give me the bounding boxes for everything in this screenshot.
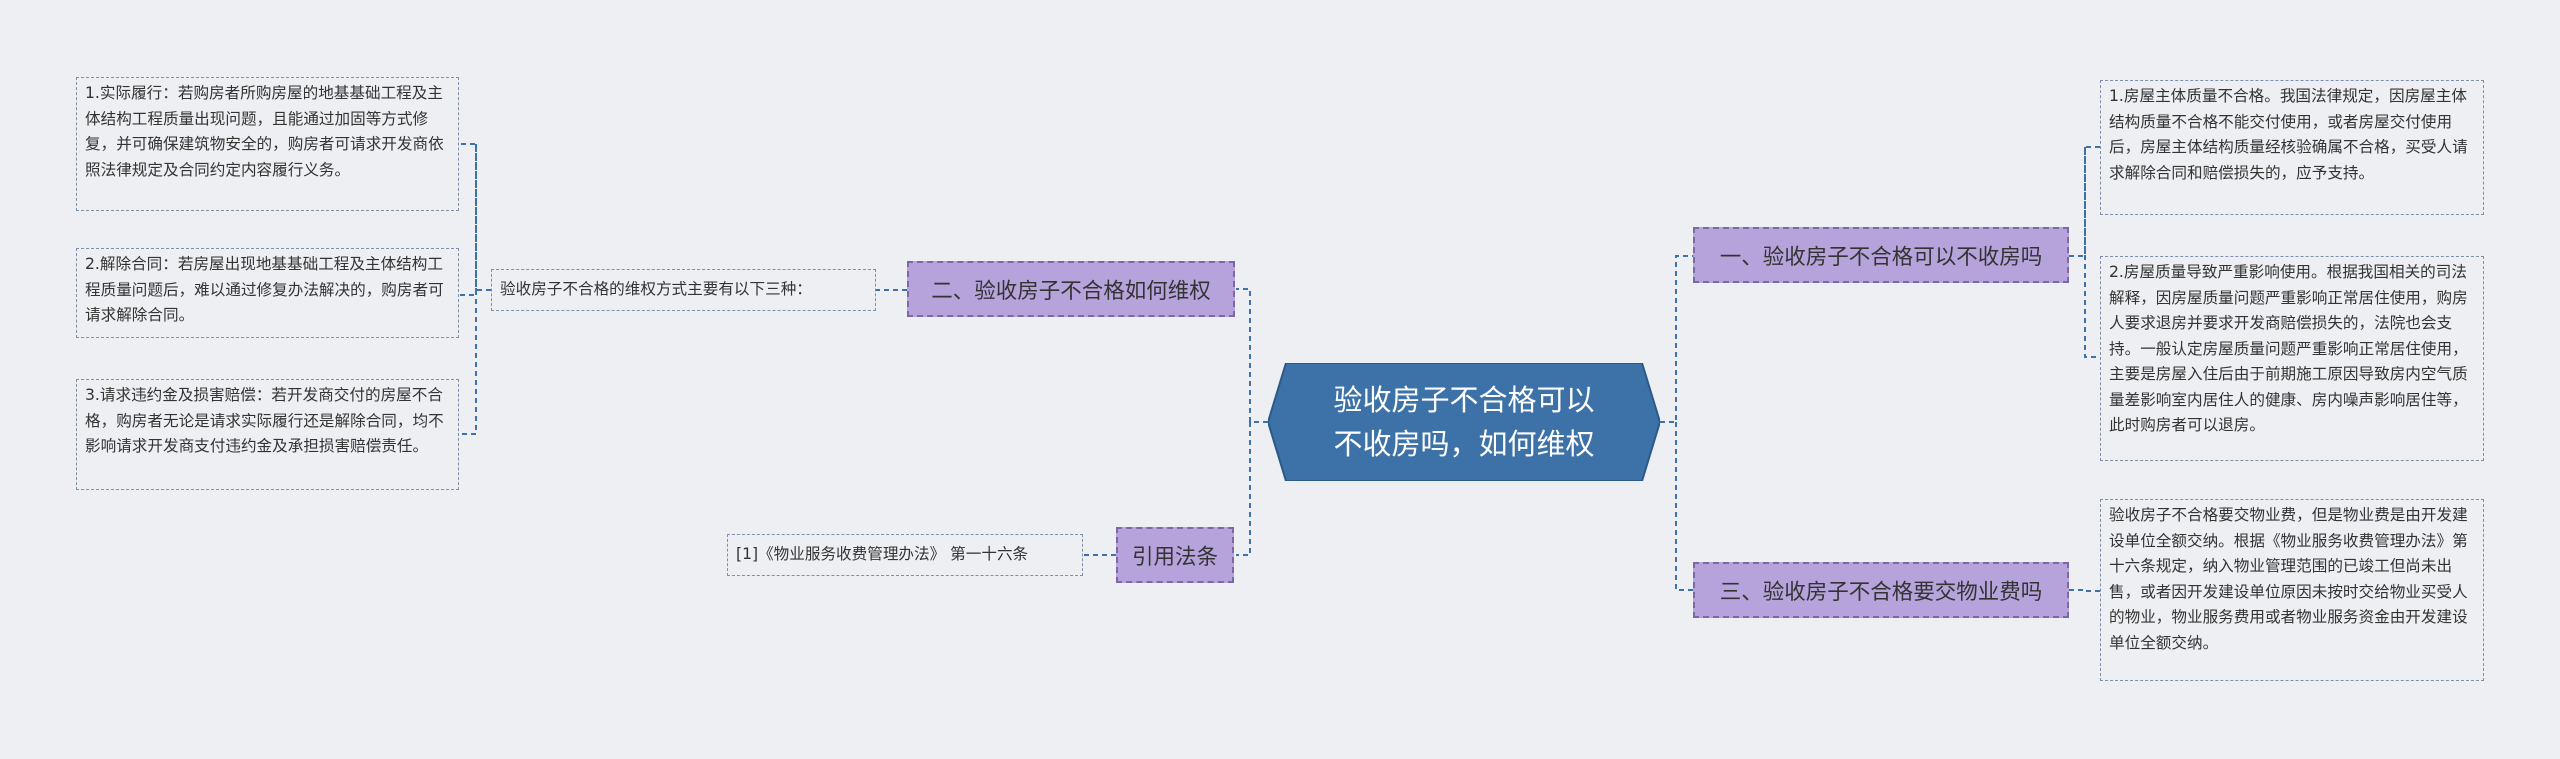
topic-can-refuse-house[interactable]: 一、验收房子不合格可以不收房吗	[1693, 227, 2069, 283]
rights-item-terminate-contract[interactable]: 2.解除合同：若房屋出现地基基础工程及主体结构工程质量问题后，难以通过修复办法解…	[76, 248, 459, 338]
rights-item-damages[interactable]: 3.请求违约金及损害赔偿：若开发商交付的房屋不合格，购房者无论是请求实际履行还是…	[76, 379, 459, 490]
topic-cited-law[interactable]: 引用法条	[1116, 527, 1234, 583]
law-citation-node[interactable]: [1]《物业服务收费管理办法》 第一十六条	[727, 534, 1083, 576]
rights-summary-node[interactable]: 验收房子不合格的维权方式主要有以下三种：	[491, 269, 876, 311]
central-topic-title: 验收房子不合格可以不收房吗，如何维权	[1333, 383, 1595, 461]
refuse-item-serious-impact[interactable]: 2.房屋质量导致严重影响使用。根据我国相关的司法解释，因房屋质量问题严重影响正常…	[2100, 256, 2484, 461]
rights-item-actual-performance[interactable]: 1.实际履行：若购房者所购房屋的地基基础工程及主体结构工程质量出现问题，且能通过…	[76, 77, 459, 211]
refuse-item-structure-quality[interactable]: 1.房屋主体质量不合格。我国法律规定，因房屋主体结构质量不合格不能交付使用，或者…	[2100, 80, 2484, 215]
topic-how-to-protect-rights[interactable]: 二、验收房子不合格如何维权	[907, 261, 1235, 317]
central-topic[interactable]: 验收房子不合格可以不收房吗，如何维权	[1268, 363, 1660, 481]
topic-property-fee[interactable]: 三、验收房子不合格要交物业费吗	[1693, 562, 2069, 618]
fee-item-explanation[interactable]: 验收房子不合格要交物业费，但是物业费是由开发建设单位全额交纳。根据《物业服务收费…	[2100, 499, 2484, 681]
central-topic-shape	[1268, 363, 1660, 481]
